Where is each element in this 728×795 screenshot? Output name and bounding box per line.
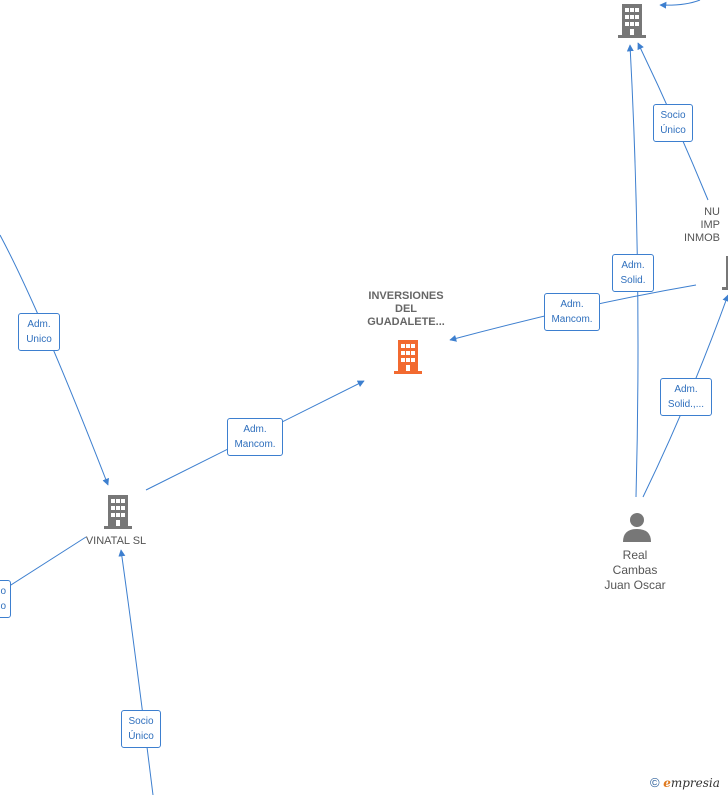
edge-label-line: Mancom.	[551, 314, 593, 325]
node-label-line: GUADALETE...	[367, 316, 445, 328]
person-icon[interactable]	[623, 512, 651, 542]
edge-offscreen-top	[659, 0, 701, 9]
edge-label-socio-unico-bottom[interactable]: Socio Único	[121, 710, 161, 748]
edge-label-line: Adm.	[674, 384, 698, 395]
person-label-line: Juan Oscar	[604, 578, 666, 592]
edge-label-line: Adm.	[621, 260, 645, 271]
building-icon[interactable]	[720, 256, 728, 290]
edge-label-line: Adm.	[560, 299, 584, 310]
node-label-center[interactable]: INVERSIONES DEL GUADALETE...	[346, 290, 466, 329]
person-label-line: Cambas	[612, 563, 658, 577]
edge-label-line: Mancom.	[234, 439, 276, 450]
edge-label-line: Único	[128, 731, 154, 742]
node-label-right-company[interactable]: NU IMP INMOB	[660, 206, 720, 245]
brand-logo: empresia	[663, 776, 720, 790]
edge-label-line: Adm.	[243, 424, 267, 435]
edge-label-line: Único	[660, 125, 686, 136]
edge-label-adm-unico[interactable]: Adm. Unico	[18, 313, 60, 351]
person-label-line: Real	[622, 548, 648, 562]
edge-label-partial-left[interactable]: o o	[0, 580, 11, 618]
edge-label-line: o	[0, 601, 6, 612]
edge-label-line: Adm.	[27, 319, 51, 330]
edge-label-line: Solid.,...	[667, 399, 705, 410]
edge-label-adm-mancom-right[interactable]: Adm. Mancom.	[544, 293, 600, 331]
edge-partial-left	[0, 536, 87, 593]
edge-label-line: Socio	[128, 716, 154, 727]
edge-label-socio-unico-top[interactable]: Socio Único	[653, 104, 693, 142]
edge-label-line: o	[0, 586, 6, 597]
edge-label-line: Socio	[660, 110, 686, 121]
node-label-line: NU	[704, 206, 720, 218]
brand-initial: e	[663, 776, 671, 790]
edge-label-line: Unico	[26, 334, 52, 345]
building-icon[interactable]	[102, 495, 134, 529]
edge-label-adm-solid-top[interactable]: Adm. Solid.	[612, 254, 654, 292]
copyright-notice: © empresia	[650, 775, 720, 790]
edge-label-line: Solid.	[620, 275, 646, 286]
node-label-vinatal[interactable]: VINATAL SL	[85, 535, 147, 547]
person-label[interactable]: Real Cambas Juan Oscar	[585, 548, 685, 593]
edge-label-adm-solid-bottom[interactable]: Adm. Solid.,...	[660, 378, 712, 416]
building-icon[interactable]	[392, 340, 424, 374]
node-label-line: IMP	[700, 219, 720, 231]
edge-label-adm-mancom-left[interactable]: Adm. Mancom.	[227, 418, 283, 456]
building-icon[interactable]	[616, 4, 648, 38]
node-label-line: INMOB	[683, 232, 720, 244]
edge-adm-unico	[0, 234, 109, 486]
brand-rest: mpresia	[670, 776, 720, 790]
node-label-line: INVERSIONES	[368, 290, 444, 302]
copyright-icon: ©	[650, 775, 660, 790]
edge-socio-unico-bottom	[118, 549, 154, 795]
node-label-line: DEL	[395, 303, 417, 315]
